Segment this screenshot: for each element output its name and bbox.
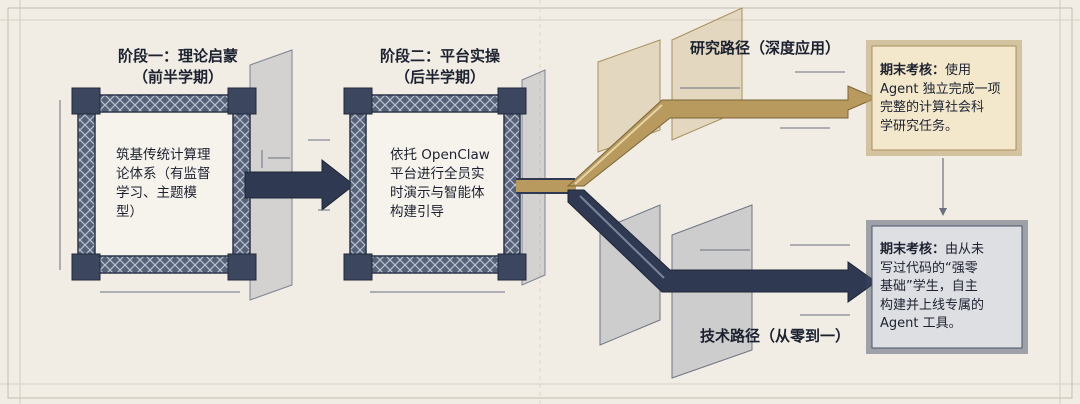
stage2-body-line: 时演示与智能体	[390, 185, 485, 201]
tech-exam-label: 期末考核：	[880, 242, 946, 257]
stage2-body-line: 平台进行全员实	[390, 166, 485, 182]
tech-exam-line: 构建并上线专属的	[880, 297, 985, 313]
research-exam-line: 使用	[945, 63, 972, 78]
stage1-subtitle: （前半学期）	[132, 68, 223, 86]
dimension-marks	[261, 139, 330, 211]
research-exam-box	[866, 40, 1022, 156]
tech-exam-line: 基础”学生，自主	[880, 279, 978, 294]
research-exam-line: 学研究任务。	[880, 118, 959, 134]
stage2-frame	[343, 69, 546, 293]
stage2-body: 依托 OpenClaw 平台进行全员实 时演示与智能体 构建引导	[390, 146, 502, 222]
tech-exam-text: 期末考核：由从未 写过代码的“强零 基础”学生，自主 构建并上线专属的 Agen…	[880, 241, 1020, 334]
stage2-title: 阶段二：平台实操	[379, 47, 500, 65]
stage1-body-line: 型）	[116, 204, 143, 220]
stage2-body-line: 构建引导	[390, 204, 444, 220]
stage1-body-line: 学习、主题模	[116, 185, 197, 201]
tech-exam-line: Agent 工具。	[880, 316, 962, 331]
stage1-body-line: 论体系（有监督	[116, 166, 211, 182]
research-path-label: 研究路径（深度应用）	[690, 39, 841, 57]
arrow-stage1-to-stage2	[244, 158, 355, 212]
tech-exam-line: 由从未	[945, 242, 985, 257]
branch-paths	[516, 7, 947, 379]
tech-exam-box	[866, 220, 1028, 354]
stage1-body: 筑基传统计算理 论体系（有监督 学习、主题模 型）	[116, 146, 231, 222]
research-exam-line: Agent 独立完成一项	[880, 81, 1001, 97]
research-exam-line: 完整的计算社会科	[880, 100, 985, 115]
tech-path-label: 技术路径（从零到一）	[700, 327, 851, 345]
stage1-body-line: 筑基传统计算理	[116, 147, 211, 163]
stage2-body-line: 依托 OpenClaw	[390, 147, 490, 163]
research-exam-label: 期末考核：	[880, 63, 946, 78]
stage1-title: 阶段一：理论启蒙	[117, 47, 238, 65]
tech-exam-line: 写过代码的“强零	[880, 260, 978, 276]
stage2-subtitle: （后半学期）	[394, 68, 485, 86]
research-exam-text: 期末考核：使用 Agent 独立完成一项 完整的计算社会科 学研究任务。	[880, 62, 1016, 136]
